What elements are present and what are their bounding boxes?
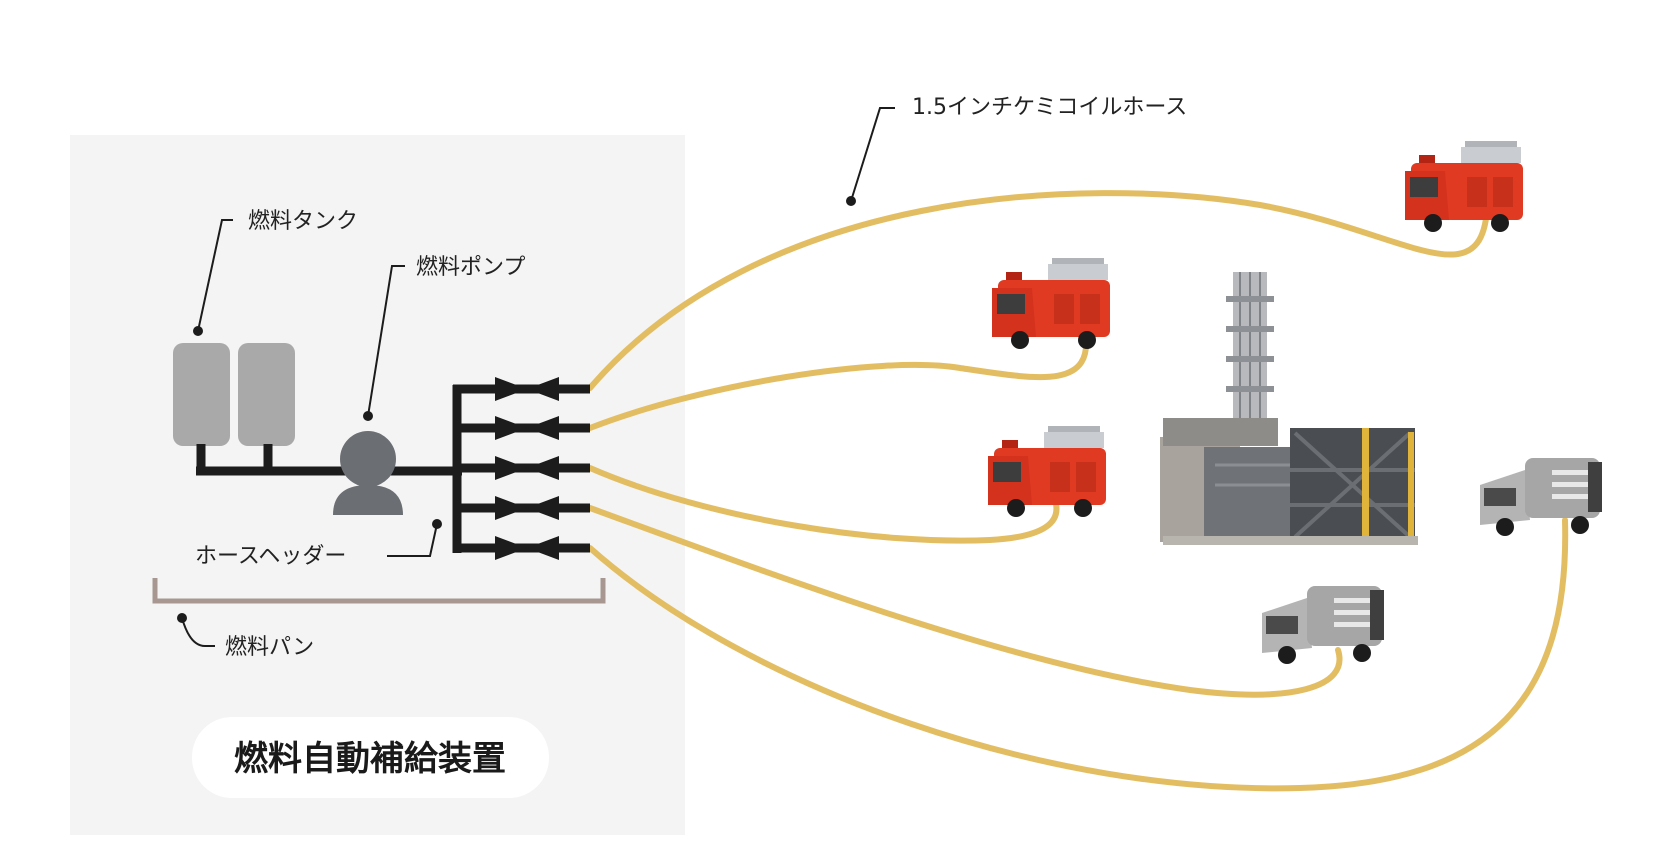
- hose-4: [587, 505, 1343, 698]
- fire-truck-icon: [1405, 141, 1523, 232]
- fuel-pan-icon: [152, 578, 606, 604]
- label-hose-header: ホースヘッダー: [195, 544, 346, 569]
- callout-lines: [181, 107, 895, 647]
- fire-truck-icon: [992, 258, 1110, 349]
- fire-truck-icon: [988, 426, 1106, 517]
- label-fuel-tank: 燃料タンク: [248, 209, 358, 234]
- fuel-tank-icon: [173, 343, 295, 446]
- callout-dots: [177, 196, 856, 623]
- diagram-title: 燃料自動補給装置: [234, 739, 506, 779]
- support-truck-icon: [1480, 458, 1602, 536]
- support-truck-icon: [1262, 586, 1384, 664]
- label-fuel-pump: 燃料ポンプ: [416, 255, 525, 280]
- hoses: [587, 190, 1569, 792]
- label-fuel-pan: 燃料パン: [225, 635, 314, 660]
- hose-2: [587, 327, 1090, 431]
- pipe-network: [196, 384, 590, 553]
- hose-5: [587, 517, 1569, 792]
- gate-valve-icon: [495, 536, 559, 560]
- hose-1: [587, 190, 1490, 391]
- power-plant-icon: [1160, 272, 1418, 545]
- label-hose: 1.5インチケミコイルホース: [912, 95, 1187, 120]
- hose-3: [587, 465, 1060, 544]
- title-pill: [192, 717, 549, 798]
- gate-valve-icon: [495, 456, 559, 480]
- pump-icon: [333, 431, 403, 515]
- valve-group: [495, 377, 559, 560]
- gate-valve-icon: [495, 416, 559, 440]
- gate-valve-icon: [495, 496, 559, 520]
- gate-valve-icon: [495, 377, 559, 401]
